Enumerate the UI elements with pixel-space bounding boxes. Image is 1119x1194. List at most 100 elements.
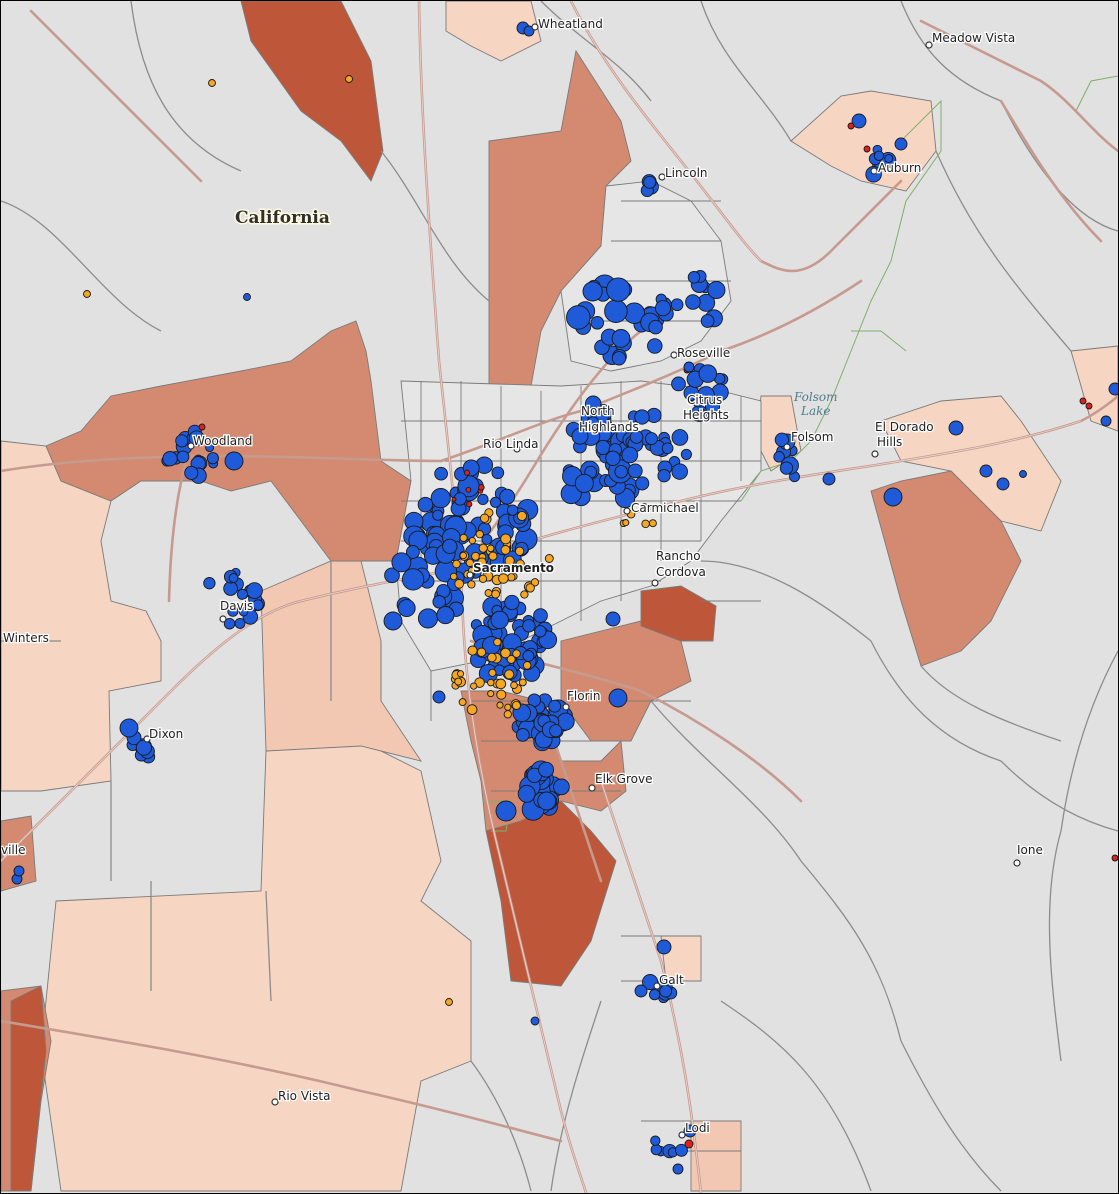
- city-label[interactable]: Auburn: [877, 160, 923, 177]
- marker-blue[interactable]: [397, 599, 416, 618]
- marker-blue[interactable]: [188, 430, 205, 447]
- marker-blue[interactable]: [477, 493, 489, 506]
- marker-blue[interactable]: [634, 984, 648, 998]
- marker-red[interactable]: [847, 122, 855, 130]
- city-label[interactable]: Rio Vista: [277, 1088, 332, 1105]
- marker-blue[interactable]: [432, 690, 446, 704]
- marker-blue[interactable]: [822, 472, 836, 486]
- marker-orange[interactable]: [518, 678, 527, 687]
- marker-orange[interactable]: [491, 589, 501, 599]
- marker-blue[interactable]: [417, 608, 439, 629]
- marker-red[interactable]: [466, 501, 473, 508]
- marker-blue[interactable]: [522, 619, 536, 633]
- marker-blue[interactable]: [851, 113, 867, 129]
- marker-red[interactable]: [1111, 854, 1118, 862]
- city-label[interactable]: Rio Linda: [482, 436, 540, 453]
- marker-red[interactable]: [451, 496, 457, 502]
- marker-blue[interactable]: [1100, 415, 1112, 427]
- city-label[interactable]: North: [580, 403, 616, 420]
- marker-blue[interactable]: [522, 649, 535, 662]
- marker-blue[interactable]: [979, 464, 993, 478]
- marker-blue[interactable]: [252, 599, 264, 611]
- marker-orange[interactable]: [493, 637, 502, 647]
- marker-orange[interactable]: [445, 998, 453, 1006]
- marker-orange[interactable]: [449, 572, 458, 581]
- city-label[interactable]: Highlands: [578, 419, 640, 436]
- marker-blue[interactable]: [608, 688, 628, 708]
- marker-blue[interactable]: [996, 477, 1010, 491]
- marker-red[interactable]: [1085, 402, 1093, 410]
- marker-orange[interactable]: [487, 690, 495, 698]
- marker-blue[interactable]: [405, 545, 420, 559]
- marker-orange[interactable]: [479, 513, 490, 523]
- marker-orange[interactable]: [474, 677, 485, 688]
- marker-blue[interactable]: [523, 25, 535, 37]
- marker-blue[interactable]: [436, 606, 455, 625]
- marker-blue[interactable]: [645, 432, 658, 446]
- marker-red[interactable]: [863, 145, 871, 153]
- marker-orange[interactable]: [504, 555, 515, 566]
- marker-blue[interactable]: [574, 473, 594, 493]
- marker-blue[interactable]: [671, 376, 686, 392]
- marker-orange[interactable]: [498, 573, 509, 584]
- marker-blue[interactable]: [243, 293, 251, 301]
- marker-blue[interactable]: [432, 509, 444, 521]
- marker-orange[interactable]: [467, 645, 478, 656]
- marker-orange[interactable]: [476, 647, 487, 657]
- marker-orange[interactable]: [467, 580, 476, 589]
- city-label[interactable]: Elk Grove: [594, 771, 654, 788]
- marker-orange[interactable]: [486, 544, 495, 553]
- marker-blue[interactable]: [1019, 470, 1027, 478]
- marker-red[interactable]: [1079, 397, 1087, 405]
- marker-blue[interactable]: [687, 271, 701, 284]
- city-label[interactable]: Lodi: [684, 1120, 711, 1137]
- marker-blue[interactable]: [582, 281, 603, 302]
- marker-blue[interactable]: [627, 463, 643, 479]
- marker-blue[interactable]: [491, 466, 505, 480]
- marker-blue[interactable]: [224, 451, 244, 471]
- marker-blue[interactable]: [504, 594, 520, 611]
- marker-blue[interactable]: [657, 469, 671, 483]
- city-label[interactable]: Woodland: [192, 433, 254, 450]
- marker-orange[interactable]: [500, 545, 511, 555]
- city-label[interactable]: Carmichael: [630, 500, 700, 517]
- marker-blue[interactable]: [773, 451, 785, 463]
- marker-orange[interactable]: [477, 557, 487, 567]
- marker-blue[interactable]: [650, 1135, 661, 1146]
- marker-blue[interactable]: [246, 582, 263, 599]
- city-label[interactable]: Meadow Vista: [931, 30, 1017, 47]
- city-label[interactable]: ville: [1, 842, 27, 859]
- marker-blue[interactable]: [635, 476, 650, 491]
- marker-orange[interactable]: [465, 558, 475, 567]
- marker-blue[interactable]: [490, 610, 509, 630]
- marker-blue[interactable]: [530, 1016, 540, 1026]
- marker-blue[interactable]: [549, 724, 563, 738]
- marker-orange[interactable]: [471, 551, 481, 561]
- marker-blue[interactable]: [680, 448, 692, 460]
- marker-blue[interactable]: [894, 137, 908, 151]
- marker-orange[interactable]: [503, 710, 512, 719]
- marker-red[interactable]: [684, 1139, 694, 1149]
- marker-blue[interactable]: [489, 496, 502, 508]
- marker-blue[interactable]: [604, 299, 628, 323]
- marker-orange[interactable]: [459, 551, 468, 560]
- marker-red[interactable]: [198, 423, 206, 431]
- marker-blue[interactable]: [538, 761, 555, 778]
- marker-blue[interactable]: [695, 409, 709, 422]
- marker-blue[interactable]: [391, 552, 412, 573]
- marker-blue[interactable]: [884, 154, 894, 163]
- marker-blue[interactable]: [506, 504, 519, 516]
- marker-orange[interactable]: [459, 533, 468, 542]
- marker-orange[interactable]: [514, 546, 525, 556]
- city-label[interactable]: Heights: [682, 407, 731, 424]
- marker-orange[interactable]: [454, 578, 465, 589]
- marker-blue[interactable]: [499, 488, 516, 505]
- marker-blue[interactable]: [629, 430, 644, 444]
- marker-blue[interactable]: [656, 939, 672, 955]
- marker-blue[interactable]: [883, 487, 903, 507]
- marker-blue[interactable]: [162, 451, 178, 467]
- marker-orange[interactable]: [504, 669, 515, 680]
- marker-blue[interactable]: [605, 450, 621, 466]
- marker-blue[interactable]: [774, 432, 790, 447]
- marker-blue[interactable]: [206, 452, 219, 465]
